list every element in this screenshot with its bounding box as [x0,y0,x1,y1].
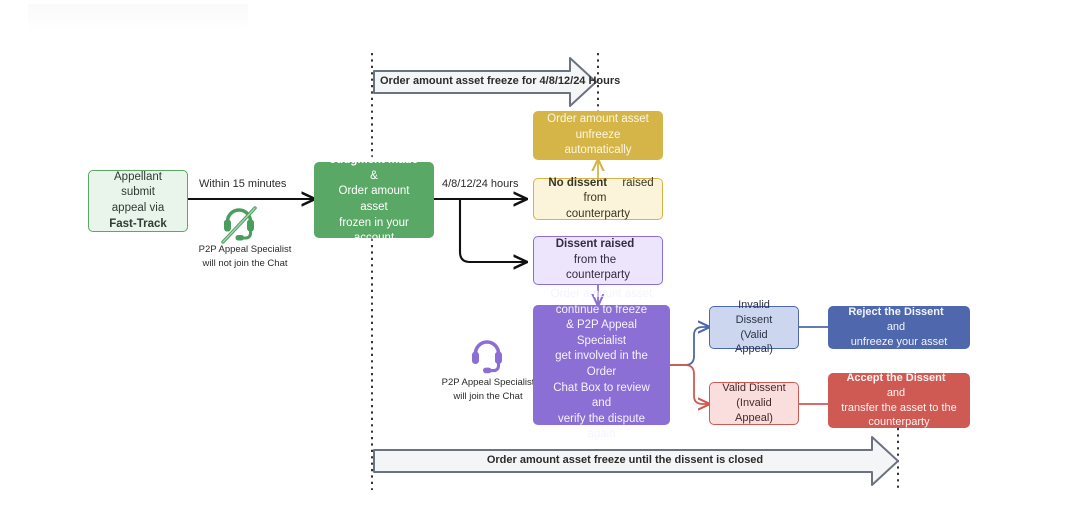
valid-dissent-text: Valid Dissent (Invalid Appeal) [710,381,798,426]
no-dissent-rest: raised from [583,176,654,205]
accept-dissent-node[interactable]: Accept the Dissent and transfer the asse… [828,371,970,430]
freeze-until-closed-banner-label: Order amount asset freeze until the diss… [486,454,764,466]
review-line-2: continue to freeze [555,303,648,316]
edge-review-to-invalid-dissent [670,327,709,366]
headset-caption: P2P Appeal Specialist will join the Chat [441,377,535,402]
reject-dissent-node[interactable]: Reject the Dissent and unfreeze your ass… [828,306,970,349]
asset-unfreeze-text: Order amount asset unfreeze automaticall… [534,112,662,159]
dissent-raised-bold: Dissent raised [555,238,635,251]
unfreeze-line-2: unfreeze automatically [564,128,632,157]
dissent-raised-line-2: counterparty [566,269,630,282]
no-dissent-node[interactable]: No dissent raised from counterparty [533,176,663,223]
review-line-5: Chat Box to review and [553,381,650,410]
headset-off-caption: P2P Appeal Specialist will not join the … [198,244,292,269]
freeze-until-closed-banner-shape [373,436,899,486]
headset-off-icon [221,206,257,244]
review-line-4: get involved in the Order [555,350,648,378]
headset-icon [472,340,502,374]
freeze-duration-banner-label: Order amount asset freeze for 4/8/12/24 … [380,75,621,87]
reject-dissent-text: Reject the Dissent and unfreeze your ass… [829,305,969,350]
invalid-line-1: Invalid Dissent [735,298,773,326]
invalid-dissent-text: Invalid Dissent (Valid Appeal) [710,298,798,357]
reject-line-2: unfreeze your asset [850,335,948,348]
accept-line-2: transfer the asset to the [841,401,957,414]
judgment-made-text: Judgment made & Order amount asset froze… [315,153,433,246]
review-line-3: & P2P Appeal Specialist [566,319,637,347]
accept-bold: Accept the Dissent [846,371,946,384]
specialist-review-node[interactable]: Order amount asset continue to freeze & … [533,288,670,440]
valid-line-2: (Invalid Appeal) [735,397,773,424]
judgment-line-1: Judgment made [329,154,419,167]
invalid-dissent-node[interactable]: Invalid Dissent (Valid Appeal) [709,299,799,355]
unfreeze-line-1: Order amount asset [547,113,649,126]
judgment-line-2: & [370,169,378,182]
judgment-line-3: Order amount asset [338,185,410,213]
appellant-line-2-bold: Fast-Track [109,217,167,230]
dissent-raised-rest: from the [573,253,617,266]
edge-label-within-15-minutes: Within 15 minutes [199,178,287,190]
review-line-1: Order amount asset [550,288,653,301]
edge-label-4-8-12-24-hours: 4/8/12/24 hours [442,178,519,190]
review-line-6: verify the dispute again [558,412,645,441]
appellant-submit-node[interactable]: Appellant submit appeal via Fast-Track [88,170,188,232]
invalid-line-2: (Valid Appeal) [735,328,773,356]
appellant-submit-text: Appellant submit appeal via Fast-Track [89,170,187,232]
edge-review-to-valid-dissent [670,364,709,404]
no-dissent-line-2: counterparty [566,207,630,220]
decorative-top-band [28,4,248,30]
accept-line-3: counterparty [868,416,930,429]
no-dissent-text: No dissent raised from counterparty [534,176,662,223]
freeze-duration-banner-shape [373,57,597,107]
no-dissent-bold: No dissent [548,176,608,189]
dissent-raised-node[interactable]: Dissent raised from the counterparty [533,236,663,285]
reject-bold: Reject the Dissent [848,306,944,319]
appellant-line-2-plain: appeal via [111,202,165,214]
judgment-line-4: frozen in your account [339,216,409,245]
reject-rest: and [886,321,906,334]
dissent-raised-text: Dissent raised from the counterparty [534,237,662,284]
accept-rest: and [886,386,906,399]
edge-judgment-to-dissent-raised [458,199,526,262]
asset-unfreeze-node[interactable]: Order amount asset unfreeze automaticall… [533,111,663,160]
appellant-line-1: Appellant submit [114,170,162,199]
valid-line-1: Valid Dissent [722,382,786,395]
specialist-review-text: Order amount asset continue to freeze & … [534,287,669,442]
judgment-made-node[interactable]: Judgment made & Order amount asset froze… [314,154,434,244]
valid-dissent-node[interactable]: Valid Dissent (Invalid Appeal) [709,382,799,425]
accept-dissent-text: Accept the Dissent and transfer the asse… [829,371,969,430]
